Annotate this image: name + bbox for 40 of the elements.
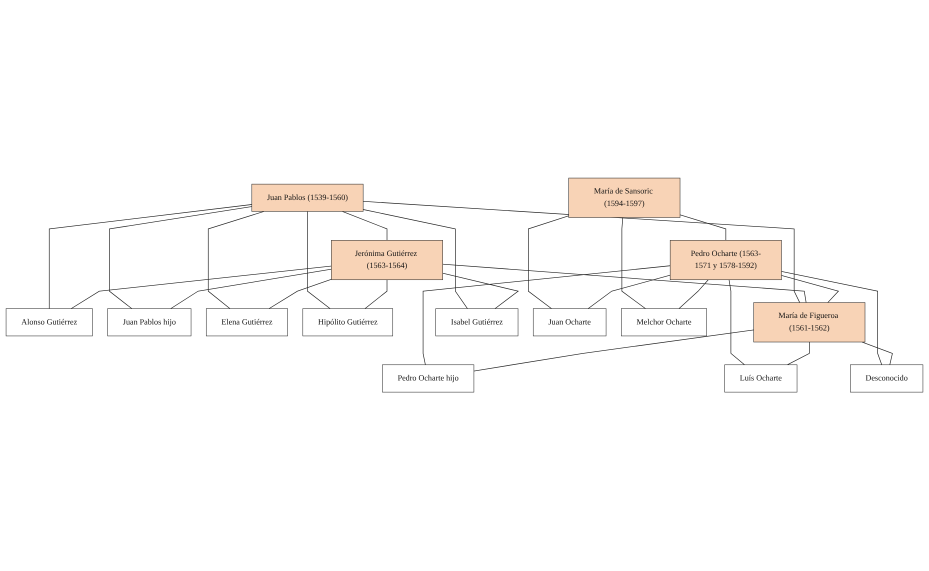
connector [307,212,330,310]
connector [588,275,670,310]
node-box: Juan Ocharte [532,308,606,337]
node-box: María de Figueroa (1561-1562) [753,302,866,343]
connector [862,342,893,366]
connector [364,280,388,310]
node-box: Jerónima Gutiérrez (1563-1564) [331,240,443,280]
connector [781,272,882,366]
node-box: Luís Ocharte [724,364,798,393]
connector [786,342,810,366]
connector [680,214,726,242]
connector [474,330,754,372]
connector [48,204,252,310]
node-box: Hipólito Gutiérrez [302,308,394,337]
node-box: Juan Pablos hijo [107,308,192,337]
connector [109,206,252,310]
node-box: María de Sansoric (1594-1597) [568,178,680,218]
connector [208,212,264,310]
connector [622,218,646,310]
connector [342,212,388,242]
node-box: Melchor Ocharte [621,308,707,337]
node-box: Isabel Gutiérrez [435,308,518,337]
connector [442,264,806,304]
connector [422,266,670,366]
connector [442,273,519,310]
connector [362,210,468,310]
node-box: Desconocido [850,364,924,393]
node-box: Pedro Ocharte hijo [382,364,474,393]
connector [728,280,745,366]
connector [678,280,709,310]
connector [70,266,332,310]
connector [781,276,840,304]
connector [170,269,332,310]
node-box: Elena Gutiérrez [206,308,288,337]
connector [268,279,332,310]
node-box: Juan Pablos (1539-1560) [252,184,364,212]
connector [362,201,800,304]
node-box: Pedro Ocharte (1563-1571 y 1578-1592) [670,240,782,280]
connector [528,216,570,310]
node-box: Alonso Gutiérrez [6,308,93,337]
